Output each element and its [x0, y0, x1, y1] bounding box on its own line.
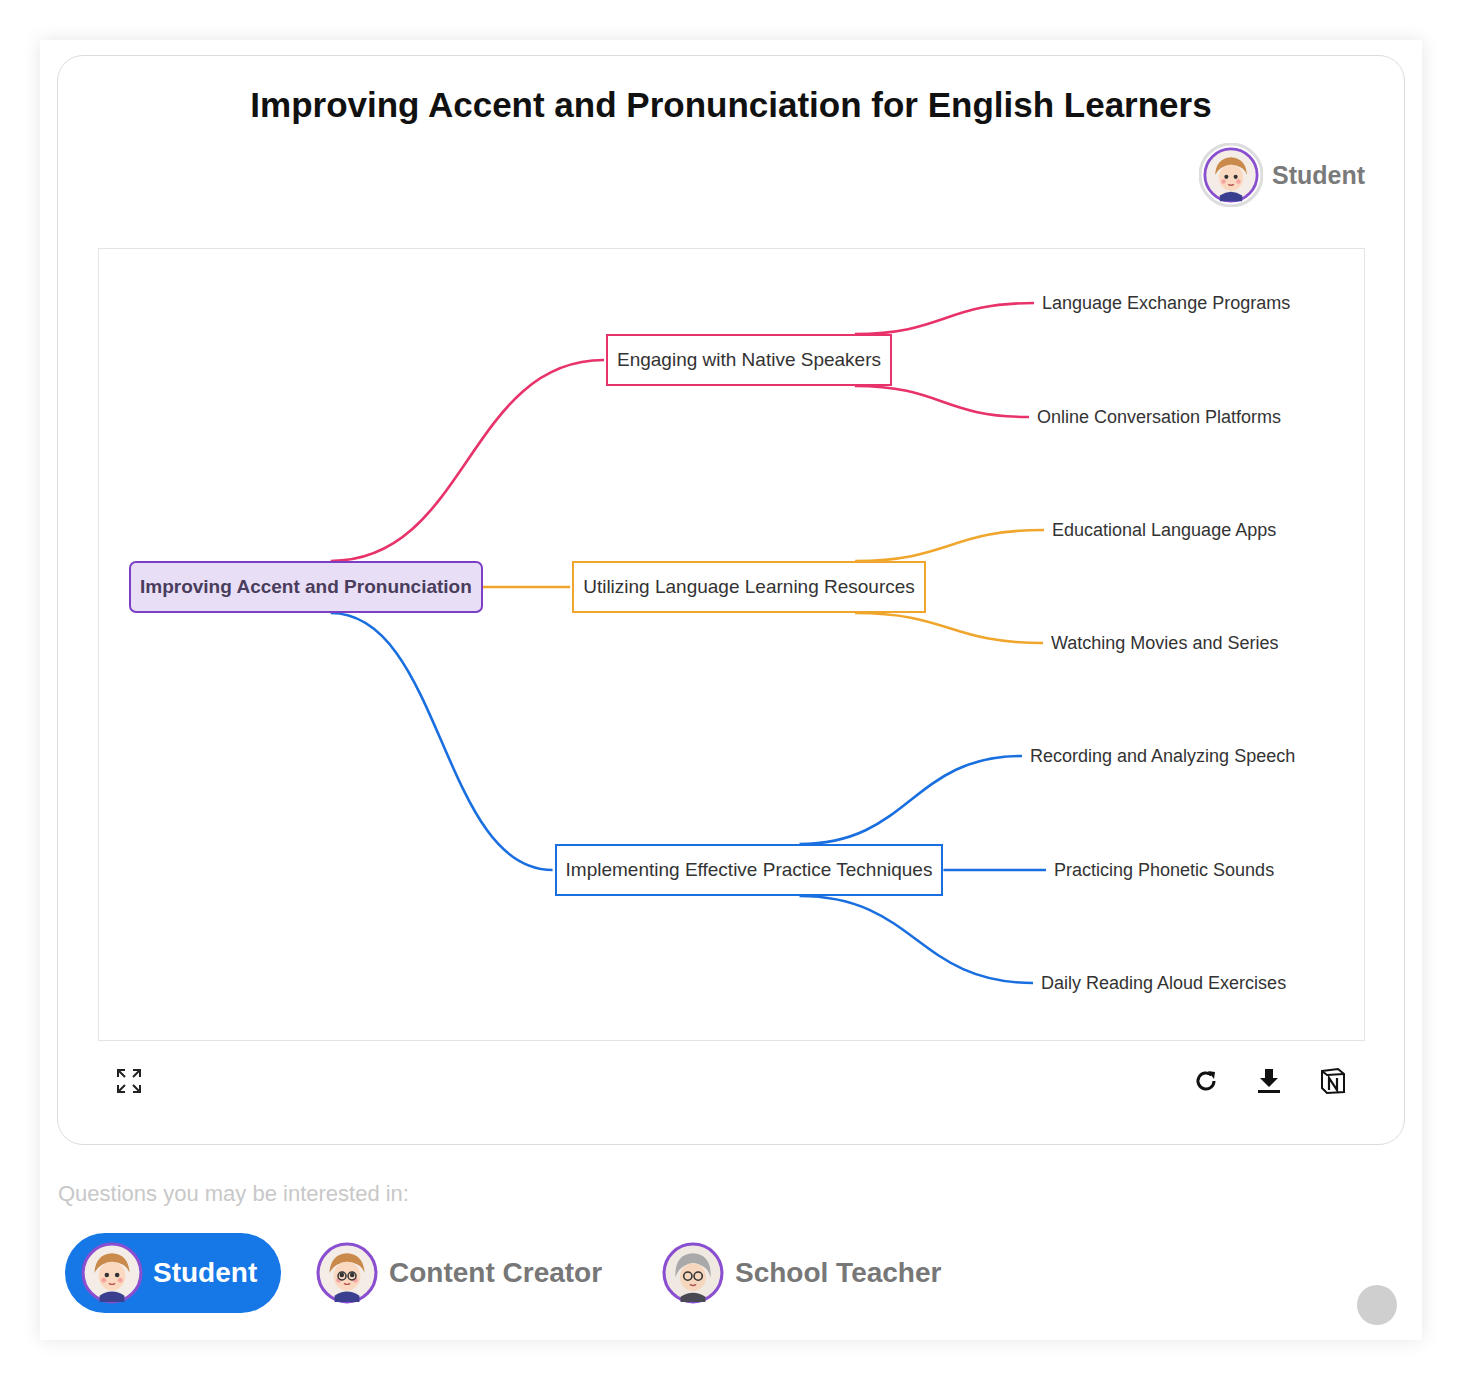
expand-icon — [114, 1066, 144, 1096]
branch-connector — [943, 869, 1046, 872]
branch-box: Engaging with Native Speakers — [606, 334, 892, 386]
download-icon — [1255, 1066, 1283, 1096]
branch-connector — [800, 756, 1022, 844]
branch-connector — [855, 613, 1043, 643]
branch-connector — [331, 360, 604, 561]
node-text: Practicing Phonetic Sounds — [1054, 859, 1274, 881]
root-topic-box: Improving Accent and Pronunciation — [129, 561, 483, 613]
node-text: Student — [153, 1233, 257, 1313]
leaf-topic: Practicing Phonetic Sounds — [1048, 856, 1280, 884]
branch-connector — [855, 386, 1029, 417]
node-text: Language Exchange Programs — [1042, 292, 1290, 314]
branch-connector — [331, 613, 553, 870]
title: Improving Accent and Pronunciation for E… — [0, 85, 1462, 125]
leaf-topic: Daily Reading Aloud Exercises — [1035, 969, 1292, 997]
node-text: Utilizing Language Learning Resources — [583, 576, 915, 598]
node-text: Educational Language Apps — [1052, 519, 1276, 541]
branch-connector — [855, 303, 1034, 334]
refresh-icon — [1192, 1067, 1220, 1095]
node-text: Recording and Analyzing Speech — [1030, 745, 1295, 767]
branch-connector — [483, 586, 570, 589]
scroll-dot — [1356, 1284, 1398, 1326]
avatar-icon — [81, 1242, 143, 1304]
leaf-topic: Language Exchange Programs — [1036, 289, 1296, 317]
section-heading: Questions you may be interested in: — [58, 1181, 409, 1207]
node-text: Online Conversation Platforms — [1037, 406, 1281, 428]
leaf-topic: Educational Language Apps — [1046, 516, 1282, 544]
leaf-topic: Recording and Analyzing Speech — [1024, 742, 1301, 770]
persona-label: Content Creator — [389, 1257, 602, 1289]
branch-connector — [855, 530, 1044, 561]
avatar-icon — [1199, 143, 1263, 207]
branch-connector — [800, 896, 1033, 983]
branch-box: Utilizing Language Learning Resources — [572, 561, 926, 613]
branch-box: Implementing Effective Practice Techniqu… — [555, 844, 944, 896]
node-text: Daily Reading Aloud Exercises — [1041, 972, 1286, 994]
persona-label: Student — [1272, 161, 1365, 190]
leaf-topic: Watching Movies and Series — [1045, 629, 1284, 657]
persona-label: School Teacher — [735, 1257, 941, 1289]
avatar-icon — [316, 1242, 378, 1304]
notion-icon — [1319, 1066, 1347, 1096]
node-text: Watching Movies and Series — [1051, 632, 1278, 654]
leaf-topic: Online Conversation Platforms — [1031, 403, 1287, 431]
avatar-icon — [662, 1242, 724, 1304]
node-text: Engaging with Native Speakers — [617, 349, 881, 371]
node-text: Improving Accent and Pronunciation — [140, 576, 472, 598]
node-text: Implementing Effective Practice Techniqu… — [566, 859, 933, 881]
